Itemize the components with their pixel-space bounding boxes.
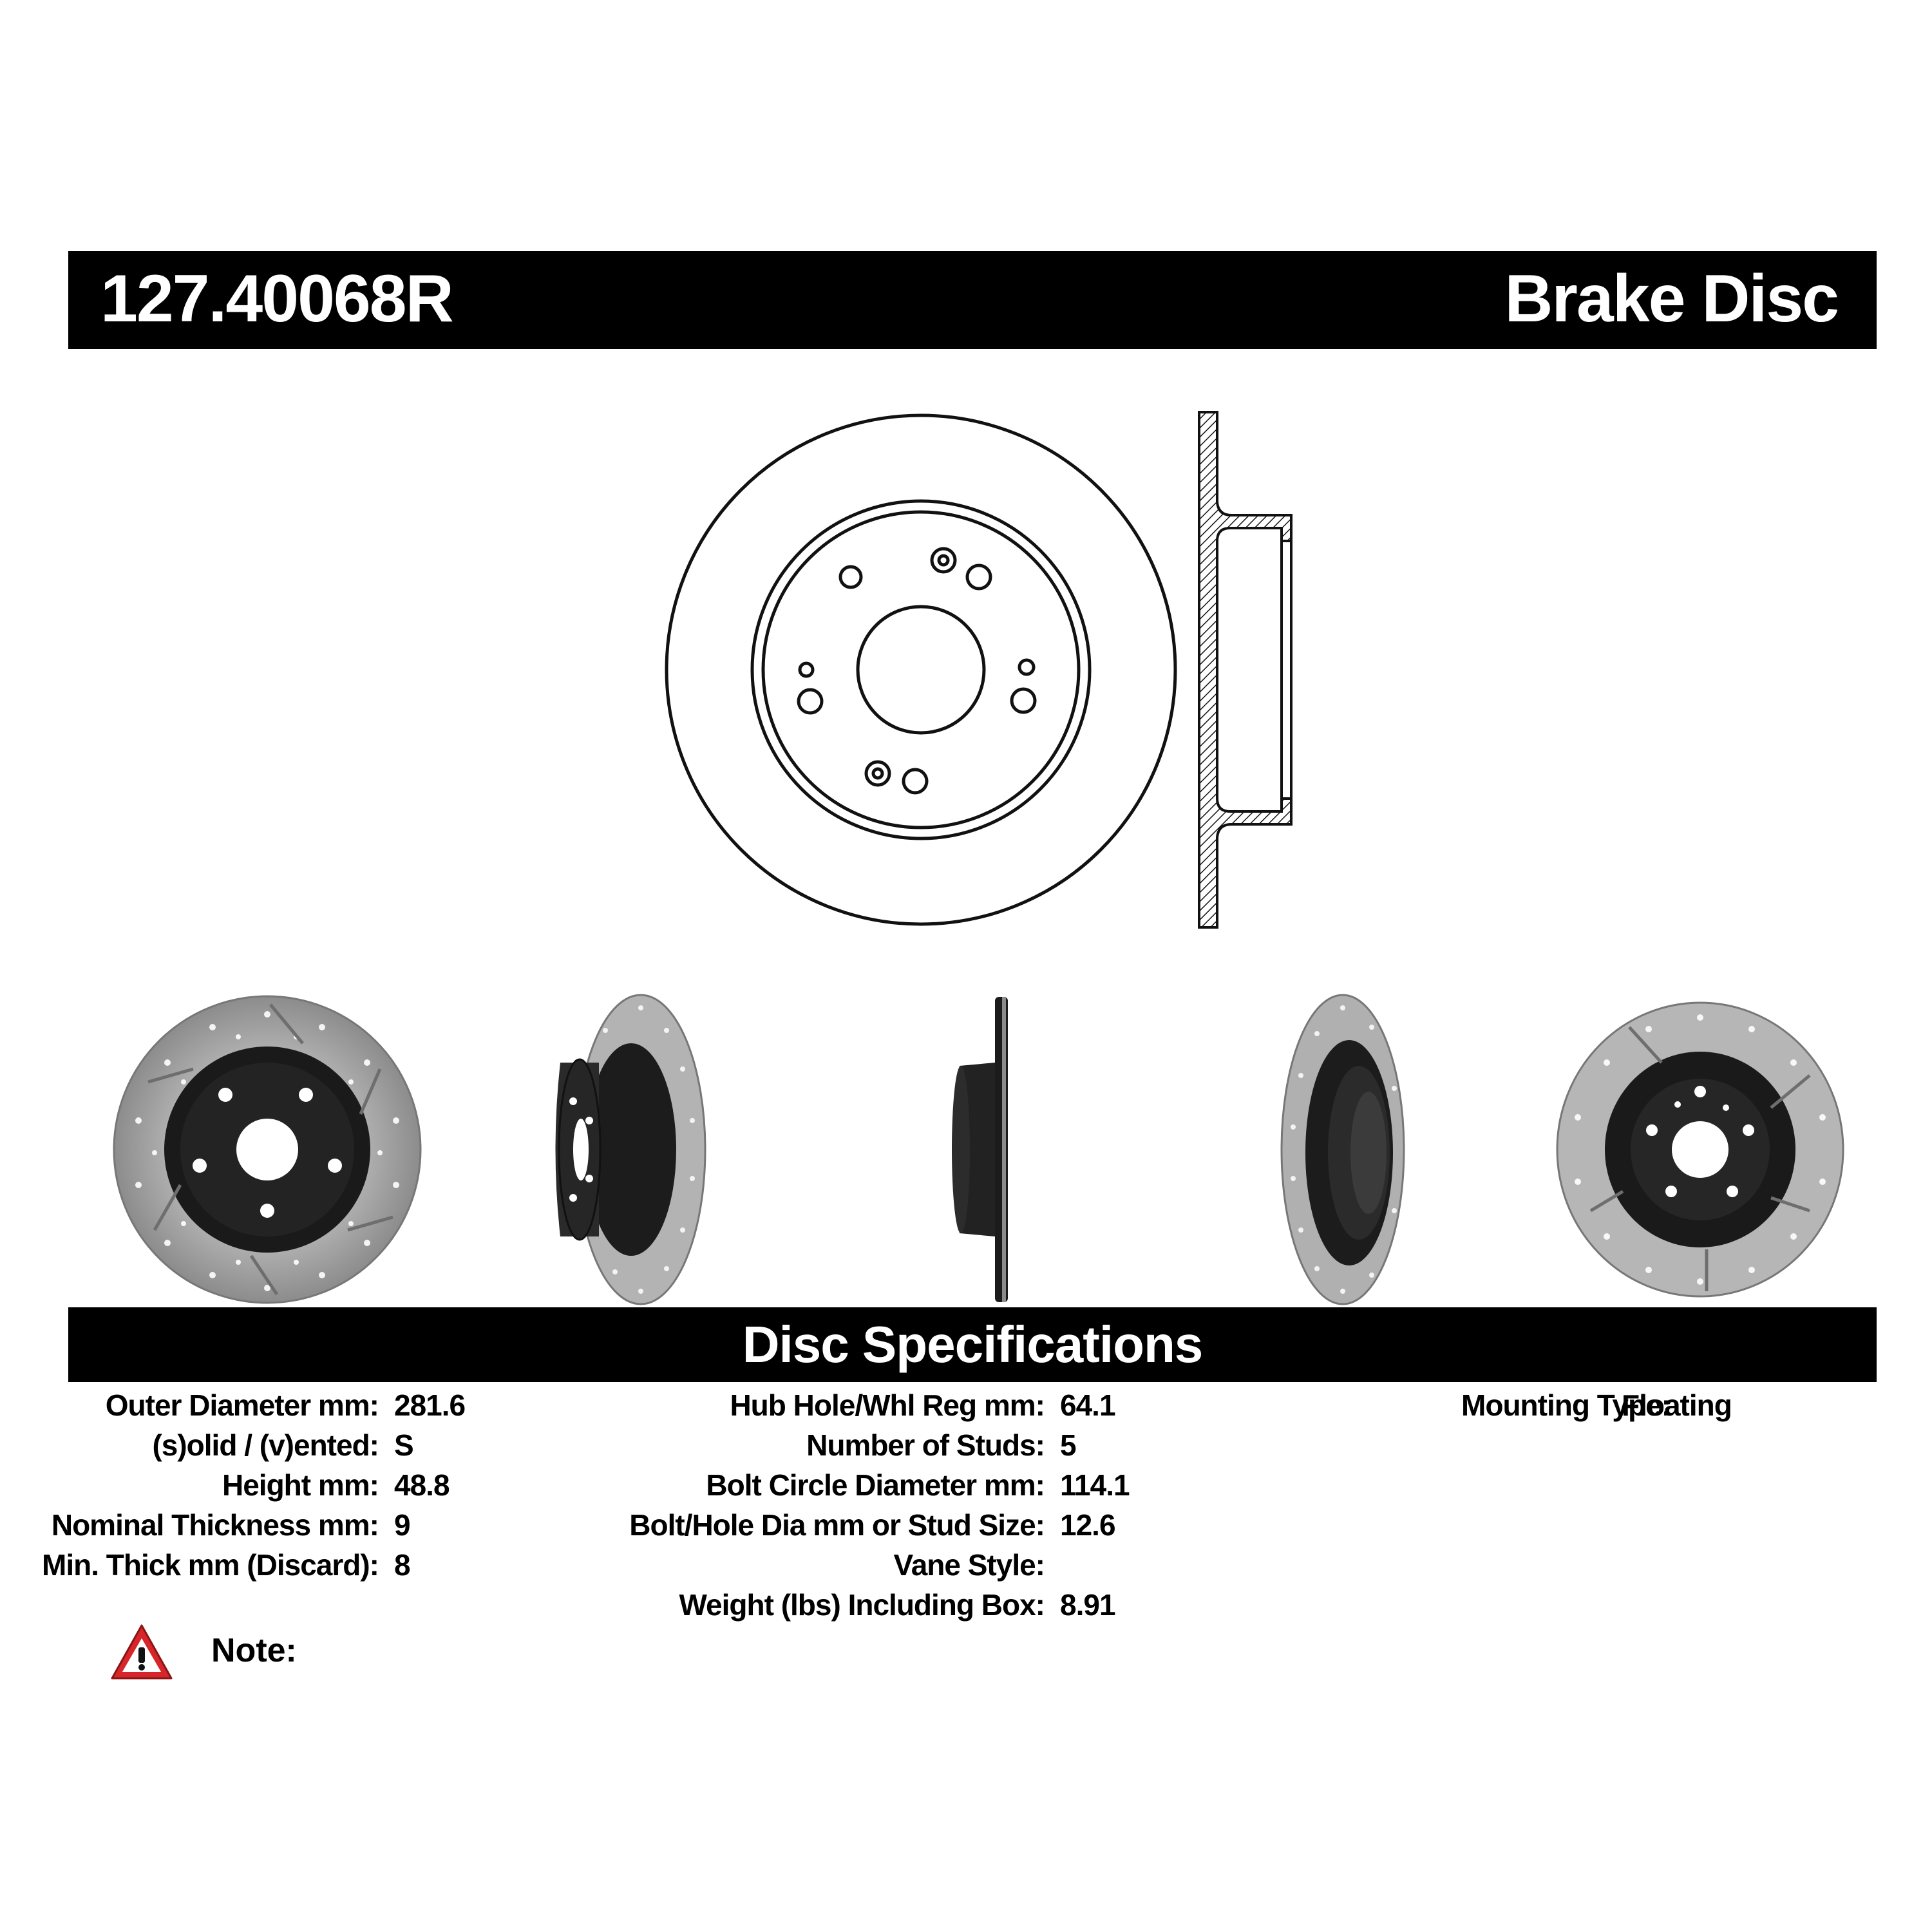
spec-value: 48.8: [394, 1468, 450, 1502]
spec-value: 8.91: [1060, 1588, 1116, 1622]
spec-value: 8: [394, 1548, 411, 1582]
spec-label: Nominal Thickness mm:: [51, 1508, 379, 1542]
spec-value: 64.1: [1060, 1388, 1116, 1422]
spec-row-outer-diameter: Outer Diameter mm: 281.6: [0, 1386, 1932, 1425]
disc-photo-angled-back: [1280, 994, 1405, 1305]
spec-value: 12.6: [1060, 1508, 1116, 1542]
spec-label: (s)olid / (v)ented:: [152, 1428, 379, 1462]
spec-value: Floating: [1622, 1388, 1732, 1422]
disc-photo-side: [952, 997, 1008, 1302]
spec-row-height: Height mm: 48.8: [0, 1466, 1932, 1504]
spec-row-number-of-studs: Number of Studs: 5: [0, 1426, 1932, 1464]
warning-triangle-icon: [111, 1624, 173, 1680]
spec-label: Bolt/Hole Dia mm or Stud Size:: [629, 1508, 1045, 1542]
disc-photo-back: [1556, 1001, 1844, 1298]
spec-label: Height mm:: [222, 1468, 379, 1502]
disc-front-view-drawing: [665, 413, 1177, 926]
spec-row-solid-vented: (s)olid / (v)ented: S: [0, 1426, 1932, 1464]
title-bar: 127.40068R Brake Disc: [68, 251, 1877, 349]
spec-label: Min. Thick mm (Discard):: [42, 1548, 379, 1582]
spec-label: Hub Hole/Whl Reg mm:: [730, 1388, 1045, 1422]
spec-row-nominal-thickness: Nominal Thickness mm: 9: [0, 1506, 1932, 1544]
part-number: 127.40068R: [100, 261, 454, 336]
note-label: Note:: [211, 1632, 297, 1669]
disc-photo-front: [113, 995, 422, 1304]
disc-photo-angled-front: [555, 994, 706, 1305]
spec-value: 5: [1060, 1428, 1077, 1462]
specifications-header-bar: Disc Specifications: [68, 1307, 1877, 1382]
spec-row-min-thickness: Min. Thick mm (Discard): 8: [0, 1546, 1932, 1584]
spec-label: Bolt Circle Diameter mm:: [706, 1468, 1045, 1502]
spec-row-hub-hole: Hub Hole/Whl Reg mm: 64.1: [0, 1386, 1932, 1425]
spec-row-weight: Weight (lbs) Including Box: 8.91: [0, 1586, 1932, 1624]
spec-label: Number of Studs:: [806, 1428, 1045, 1462]
specifications-title: Disc Specifications: [742, 1316, 1204, 1373]
spec-value: S: [394, 1428, 414, 1462]
spec-label: Outer Diameter mm:: [105, 1388, 379, 1422]
spec-value: 9: [394, 1508, 411, 1542]
spec-label: Mounting Type:: [1461, 1388, 1671, 1422]
disc-cross-section-drawing: [1198, 411, 1293, 929]
spec-value: 114.1: [1060, 1468, 1130, 1502]
spec-row-vane-style: Vane Style:: [0, 1546, 1932, 1584]
spec-label: Vane Style:: [893, 1548, 1045, 1582]
spec-label: Weight (lbs) Including Box:: [679, 1588, 1045, 1622]
spec-row-mounting-type: Mounting Type: Floating: [0, 1386, 1932, 1425]
spec-row-bolt-hole-diameter: Bolt/Hole Dia mm or Stud Size: 12.6: [0, 1506, 1932, 1544]
document-type: Brake Disc: [1504, 261, 1839, 336]
spec-value: 281.6: [394, 1388, 466, 1422]
spec-row-bolt-circle-diameter: Bolt Circle Diameter mm: 114.1: [0, 1466, 1932, 1504]
